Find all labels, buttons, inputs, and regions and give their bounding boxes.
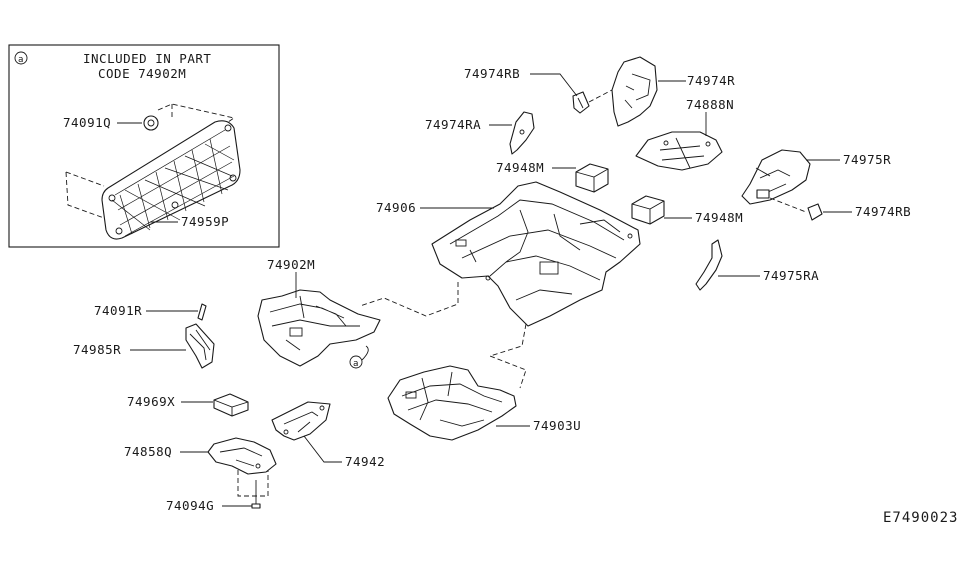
leader-74942 (303, 435, 342, 463)
inset-symbol: a (18, 55, 24, 65)
reference-symbol-circle (349, 355, 363, 369)
pocket-outline-bottom (65, 171, 105, 219)
label-74903U: 74903U (533, 418, 581, 433)
insulator-74888N (635, 131, 723, 171)
label-74974RA: 74974RA (425, 117, 481, 132)
label-74091Q: 74091Q (63, 115, 111, 130)
label-74985R: 74985R (73, 342, 121, 357)
clip-74974RB-right (807, 203, 823, 221)
bolt-74094G (251, 480, 261, 509)
label-74942: 74942 (345, 454, 385, 469)
pad-74948M-upper (575, 163, 609, 193)
label-74975R: 74975R (843, 152, 891, 167)
pocket-outline-top (157, 103, 236, 125)
trim-74974R (611, 56, 658, 127)
dash-connector-left (359, 282, 459, 317)
label-74948M-lower: 74948M (695, 210, 743, 225)
pad-74948M-lower (631, 195, 665, 225)
dash-connector-right (488, 323, 527, 389)
diagram-code: E7490023 (883, 510, 958, 526)
label-74902M: 74902M (267, 257, 315, 272)
label-74948M-upper: 74948M (496, 160, 544, 175)
floor-carpet-74906 (431, 181, 641, 327)
inset-note-line1: INCLUDED IN PART (83, 51, 211, 66)
leader-74974RB-upper (530, 73, 578, 97)
bracket-74975R (741, 149, 811, 205)
insulator-74858Q (207, 437, 277, 475)
clip-74974RB-upper (572, 91, 590, 114)
label-74858Q: 74858Q (124, 444, 172, 459)
label-74959P: 74959P (181, 214, 229, 229)
net-74959P (101, 120, 241, 240)
reference-symbol: a (353, 359, 359, 369)
label-74888N: 74888N (686, 97, 734, 112)
label-74975RA: 74975RA (763, 268, 819, 283)
inset-symbol-circle (14, 51, 28, 65)
carpet-74902M (257, 289, 381, 367)
label-74974RB-upper: 74974RB (464, 66, 520, 81)
hook-74985R (185, 323, 215, 369)
inset-panel: a INCLUDED IN PART CODE 74902M 74091Q 74… (8, 44, 280, 248)
label-74094G: 74094G (166, 498, 214, 513)
trim-74974RA (509, 111, 535, 155)
inset-frame (8, 44, 280, 248)
label-74969X: 74969X (127, 394, 175, 409)
pin-74091R (197, 303, 207, 321)
pad-74969X (213, 393, 249, 417)
carpet-74903U (387, 365, 517, 441)
inset-note-line2: CODE 74902M (98, 66, 186, 81)
clip-74091Q (143, 115, 159, 131)
label-74974R: 74974R (687, 73, 735, 88)
bracket-74942 (271, 401, 331, 441)
label-74974RB-right: 74974RB (855, 204, 911, 219)
label-74091R: 74091R (94, 303, 142, 318)
label-74906: 74906 (376, 200, 416, 215)
strip-74975RA (695, 239, 723, 291)
